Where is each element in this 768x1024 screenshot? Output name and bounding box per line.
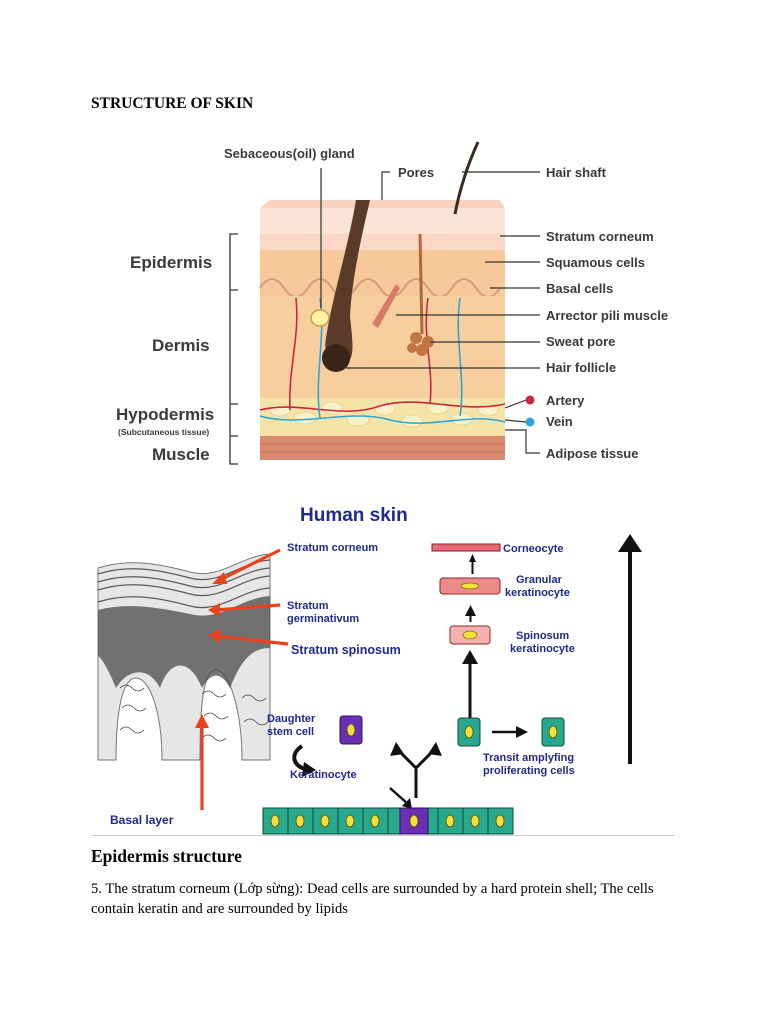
basal-cell-row (262, 807, 514, 835)
label-sebaceous: Sebaceous(oil) gland (224, 146, 355, 161)
label-artery: Artery (546, 393, 585, 408)
human-skin-title: Human skin (300, 505, 408, 526)
label-arrowheads (195, 572, 227, 728)
label-arrows (200, 548, 289, 810)
label-stratum-germ-1: Stratum (287, 600, 329, 612)
stratum-corneum-band (260, 208, 505, 234)
label-stratum-spinosum: Stratum spinosum (291, 643, 401, 657)
paragraph: 5. The stratum corneum (Lớp sừng): Dead … (91, 879, 691, 919)
division-arrows (396, 748, 436, 798)
arrector-pili-muscle (372, 284, 400, 328)
label-spinosum-2: keratinocyte (510, 643, 575, 655)
corneocyte-cell (431, 543, 501, 552)
label-epidermis: Epidermis (130, 253, 212, 272)
label-hypodermis: Hypodermis (116, 405, 214, 424)
label-hair-shaft: Hair shaft (546, 165, 607, 180)
label-stratum-germ-2: germinativum (287, 613, 359, 625)
artery-vessel (259, 297, 506, 412)
label-hair-follicle: Hair follicle (546, 360, 616, 375)
top-callout-lines (320, 168, 540, 308)
figure-divider (91, 835, 675, 836)
basal-cells-line (259, 278, 501, 298)
label-arrector: Arrector pili muscle (546, 308, 668, 323)
label-hypodermis-sub: (Subcutaneous tissue) (118, 427, 209, 437)
label-pores: Pores (398, 165, 434, 180)
label-dermis: Dermis (152, 336, 210, 355)
arrow-granular-up (469, 554, 476, 562)
label-granular-1: Granular (516, 574, 563, 586)
page-title: STRUCTURE OF SKIN (91, 95, 254, 112)
label-adipose: Adipose tissue (546, 446, 638, 461)
stratum-corneum-lines (97, 559, 271, 609)
label-granular-2: keratinocyte (505, 587, 570, 599)
maturation-arrow-head (618, 534, 642, 552)
artery-dot (525, 395, 535, 405)
arrow-spinosum-up (465, 605, 476, 616)
label-transit-2: proliferating cells (483, 765, 575, 777)
label-spinosum-1: Spinosum (516, 630, 569, 642)
sebaceous-gland (310, 309, 330, 327)
paragraph-line-1: 5. The stratum corneum (Lớp sừng): Dead … (91, 881, 654, 897)
label-basal-layer: Basal layer (110, 813, 174, 827)
label-basal: Basal cells (546, 281, 613, 296)
label-stratum-corneum: Stratum corneum (287, 542, 378, 554)
human-skin-figure: Human skin Stratum corneum Stratum germi… (97, 505, 642, 835)
spinosum-dark-layer (98, 596, 270, 688)
label-transit-1: Transit amplyfing (483, 752, 574, 764)
layer-brackets (229, 233, 238, 465)
skin-structure-figure: Sebaceous(oil) gland Pores Hair shaft Ep… (116, 141, 668, 465)
label-squamous: Squamous cells (546, 255, 645, 270)
paragraph-line-2: contain keratin and are surrounded by li… (91, 901, 348, 917)
label-daughter-2: stem cell (267, 726, 314, 738)
label-stratum-corneum: Stratum corneum (546, 229, 654, 244)
cell-texture (119, 684, 269, 742)
sweat-gland-coil (407, 332, 434, 356)
label-corneocyte: Corneocyte (503, 543, 564, 555)
label-keratinocyte: Keratinocyte (290, 769, 357, 781)
hair-follicle (325, 200, 370, 366)
muscle-band (260, 436, 505, 460)
right-callout-lines (346, 235, 540, 454)
hair-shaft (453, 141, 480, 215)
vein-dot (525, 417, 535, 427)
skin-top-face (260, 200, 505, 208)
arrow-to-stem (389, 787, 409, 805)
label-vein: Vein (546, 414, 573, 429)
adipose-cells (269, 401, 499, 428)
label-sweat-pore: Sweat pore (546, 334, 615, 349)
label-muscle: Muscle (152, 445, 210, 464)
sweat-duct (418, 233, 424, 335)
hair-bulb (322, 344, 350, 372)
section-heading: Epidermis structure (91, 846, 242, 866)
squamous-band (260, 250, 505, 296)
epidermis-band (260, 234, 505, 250)
label-daughter-1: Daughter (267, 713, 316, 725)
